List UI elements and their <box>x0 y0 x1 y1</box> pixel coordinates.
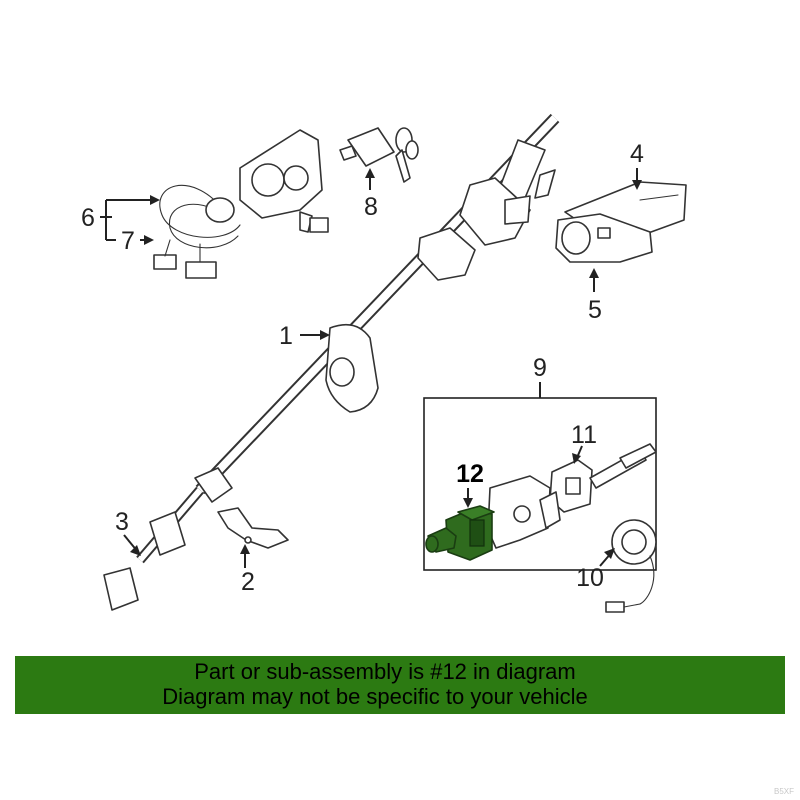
callout-2: 2 <box>241 568 255 596</box>
banner-line-2: Diagram may not be specific to your vehi… <box>162 684 588 709</box>
wiring-harness-part-7 <box>153 184 241 279</box>
callout-3: 3 <box>115 508 129 536</box>
ignition-switch-part-6 <box>239 129 329 233</box>
callout-1: 1 <box>279 322 293 350</box>
callout-10: 10 <box>576 564 604 592</box>
callout-7: 7 <box>121 227 135 255</box>
callout-9: 9 <box>533 354 547 382</box>
switch-housing <box>487 475 561 549</box>
watermark-text: B5XF <box>773 787 794 796</box>
callout-labels: 1 2 3 4 5 6 7 8 9 12 11 10 <box>81 140 644 596</box>
headlamp-switch-part-12 <box>425 505 495 561</box>
info-banner: Part or sub-assembly is #12 in diagram D… <box>15 656 785 714</box>
lock-cylinder-part-8 <box>339 127 419 183</box>
combination-switch-part-11 <box>549 443 657 513</box>
lower-cover-part-5 <box>555 213 653 263</box>
callout-12: 12 <box>456 460 484 488</box>
leader-lines <box>100 168 642 568</box>
callout-5: 5 <box>588 296 602 324</box>
clock-spring-part-10 <box>605 519 657 613</box>
callout-6: 6 <box>81 204 95 232</box>
banner-line-1: Part or sub-assembly is #12 in diagram <box>194 659 576 684</box>
callout-11: 11 <box>571 421 597 449</box>
callout-8: 8 <box>364 193 378 221</box>
bracket-part-2 <box>217 507 289 549</box>
callout-4: 4 <box>630 140 644 168</box>
steering-shaft-part-1 <box>103 113 560 611</box>
